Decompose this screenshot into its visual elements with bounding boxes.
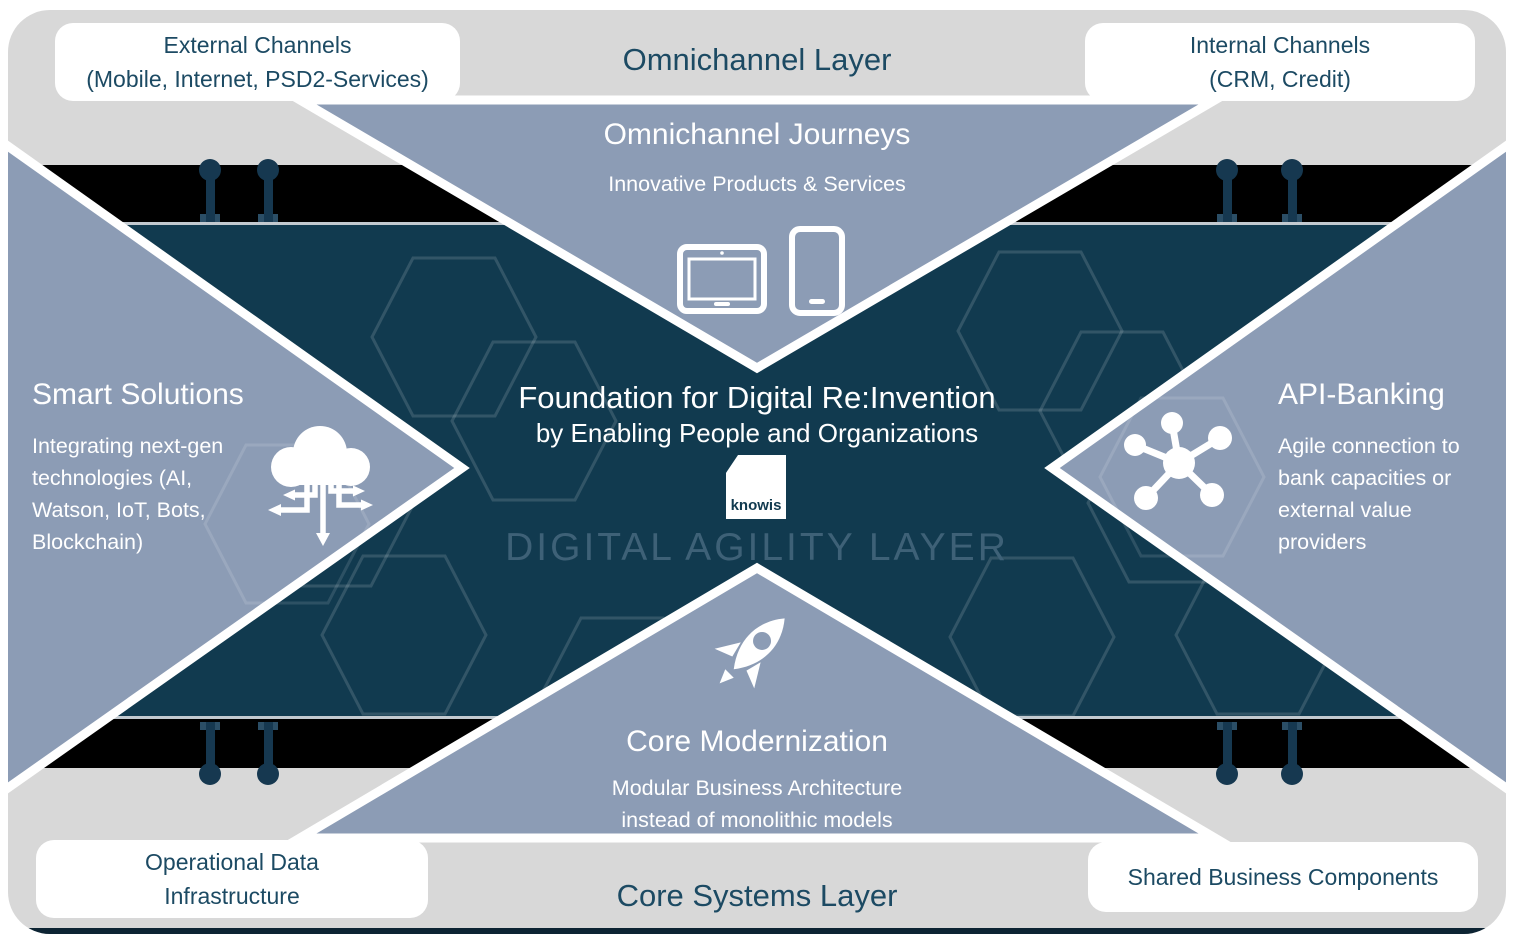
connector-pin (199, 159, 221, 222)
pin-stem (206, 170, 215, 222)
shared-business-components-label: Shared Business Components (1127, 864, 1439, 890)
pin-stem (1223, 170, 1232, 222)
pin-stem (1288, 722, 1297, 774)
connector-pin (1281, 159, 1303, 222)
operational-data-line2: Infrastructure (164, 883, 300, 909)
pin-stem (1223, 722, 1232, 774)
connector-pin (257, 722, 279, 785)
api-network-icon (1124, 412, 1232, 510)
internal-channels-line2: (CRM, Credit) (1209, 66, 1351, 92)
operational-data-infrastructure-box: Operational Data Infrastructure (36, 840, 428, 918)
digital-agility-layer-diagram: Omnichannel Journeys Innovative Products… (8, 10, 1506, 934)
center-headline-line1: Foundation for Digital Re:Invention (518, 380, 996, 415)
pin-stem (206, 722, 215, 774)
internal-channels-line1: Internal Channels (1189, 32, 1371, 58)
external-channels-line1: External Channels (163, 32, 352, 58)
tablet-icon (677, 244, 767, 314)
pin-stem (1288, 170, 1297, 222)
bottom-wedge-title: Core Modernization (626, 725, 888, 758)
right-wedge-title: API-Banking (1278, 378, 1445, 411)
top-wedge-subtitle: Innovative Products & Services (608, 172, 906, 196)
knowis-logo-text: knowis (730, 497, 782, 514)
internal-channels-box: Internal Channels (CRM, Credit) (1085, 23, 1475, 101)
connector-pin (1281, 722, 1303, 785)
connector-pin (257, 159, 279, 222)
connector-pin (1216, 722, 1238, 785)
pin-head (1281, 159, 1303, 181)
bottom-wedge-subtitle: Modular Business Architecture instead of… (611, 776, 903, 832)
right-wedge-body: Agile connection to bank capacities or e… (1278, 434, 1460, 554)
top-wedge-title: Omnichannel Journeys (603, 118, 911, 151)
left-wedge-body: Integrating next-gen technologies (AI, W… (32, 434, 224, 554)
pin-head (1216, 763, 1238, 785)
cloud-integration-icon (268, 426, 373, 546)
omnichannel-layer-title: Omnichannel Layer (622, 42, 892, 77)
core-systems-layer-title: Core Systems Layer (616, 878, 898, 913)
knowis-logo: knowis (726, 455, 786, 519)
pin-stem (264, 722, 273, 774)
pin-head (257, 159, 279, 181)
pin-head (1281, 763, 1303, 785)
connector-pin (199, 722, 221, 785)
pin-head (199, 159, 221, 181)
digital-agility-layer-watermark: DIGITAL AGILITY LAYER (505, 526, 1009, 569)
connector-pin (1216, 159, 1238, 222)
left-wedge-title: Smart Solutions (32, 378, 244, 411)
pin-head (1216, 159, 1238, 181)
operational-data-line1: Operational Data (145, 849, 319, 875)
pin-head (257, 763, 279, 785)
devices-icons (677, 226, 845, 316)
shared-business-components-box: Shared Business Components (1088, 842, 1478, 912)
center-headline-line2: by Enabling People and Organizations (535, 418, 979, 448)
pin-head (199, 763, 221, 785)
smartphone-icon (789, 226, 845, 316)
pin-stem (264, 170, 273, 222)
rocket-icon (714, 618, 785, 689)
external-channels-line2: (Mobile, Internet, PSD2-Services) (86, 66, 429, 92)
external-channels-box: External Channels (Mobile, Internet, PSD… (55, 23, 460, 101)
figure-bottom-edge (8, 928, 1506, 934)
